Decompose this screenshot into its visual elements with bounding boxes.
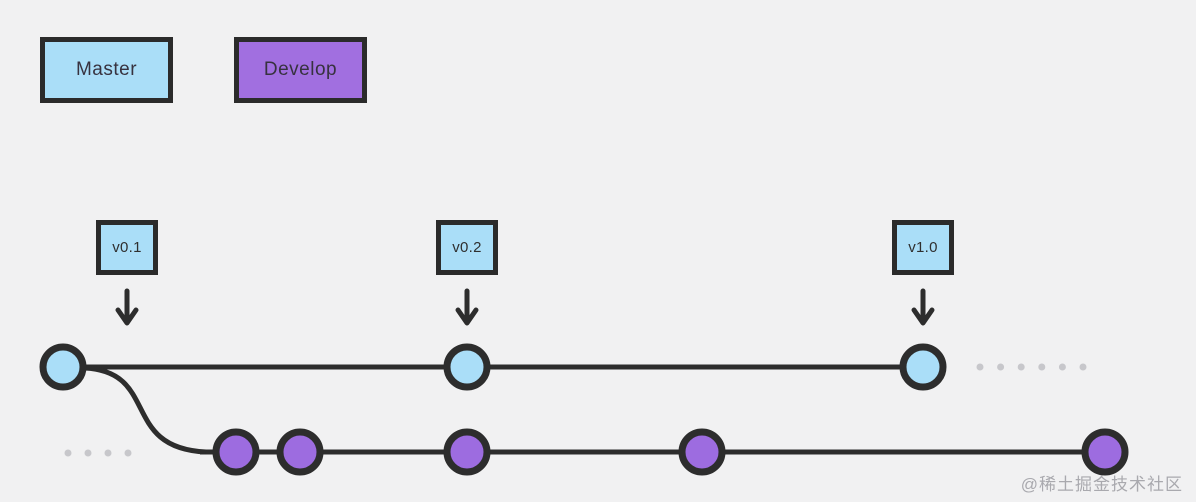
master-commit-node [443, 343, 491, 391]
develop-commit-node [678, 428, 726, 476]
develop-commit-node [1081, 428, 1129, 476]
master-commit-node [39, 343, 87, 391]
legend-develop-label: Develop [263, 59, 338, 80]
ellipsis-dot [104, 449, 112, 457]
develop-commit-node [443, 428, 491, 476]
tag-v0-2: v0.2 [436, 220, 498, 275]
tag-arrow [115, 288, 139, 326]
ellipsis-dot [997, 363, 1005, 371]
tag-v1-0-label: v1.0 [908, 239, 938, 256]
ellipsis-dot [1038, 363, 1046, 371]
branch-split-curve [84, 365, 207, 455]
ellipsis-dot [1079, 363, 1087, 371]
tag-arrow [455, 288, 479, 326]
ellipsis-dot [1058, 363, 1066, 371]
legend-develop: Develop [234, 37, 367, 103]
develop-commit-node [212, 428, 260, 476]
legend-master: Master [40, 37, 173, 103]
ellipsis-dot [84, 449, 92, 457]
tag-arrow [911, 288, 935, 326]
tag-v0-1: v0.1 [96, 220, 158, 275]
tag-v0-1-label: v0.1 [112, 239, 142, 256]
ellipsis-dot [976, 363, 984, 371]
tag-v1-0: v1.0 [892, 220, 954, 275]
ellipsis-dot [124, 449, 132, 457]
tag-v0-2-label: v0.2 [452, 239, 482, 256]
ellipsis-dot [1017, 363, 1025, 371]
master-commit-node [899, 343, 947, 391]
watermark: @稀土掘金技术社区 [1020, 475, 1183, 494]
legend-master-label: Master [75, 59, 138, 80]
ellipsis-dot [64, 449, 72, 457]
develop-commit-node [276, 428, 324, 476]
